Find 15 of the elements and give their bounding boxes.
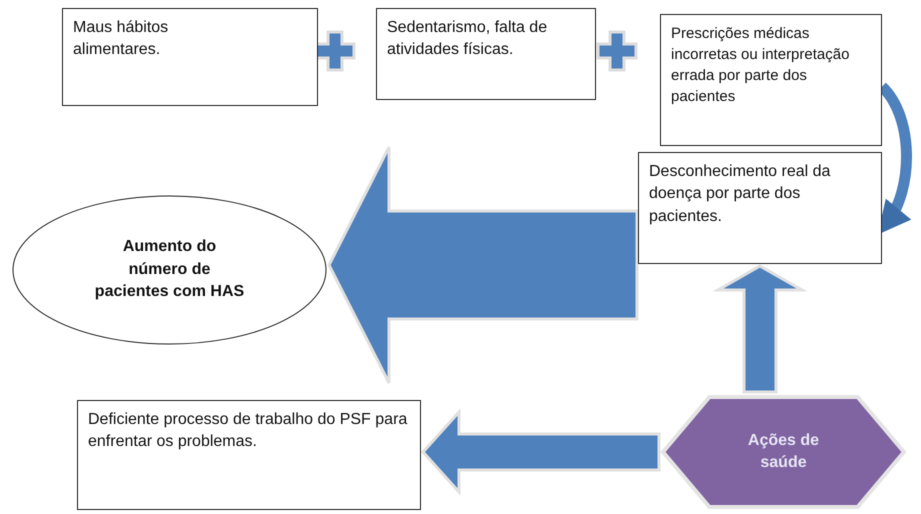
node-text: Deficiente processo de trabalho do PSF para enfrentar os problemas. <box>88 410 408 452</box>
node-text: Prescrições médicas incorretas ou interpretação errada por parte dos pacientes <box>671 24 850 107</box>
node-text: Ações de saúde <box>746 430 820 473</box>
block-arrow <box>420 408 660 496</box>
node-text: Sedentarismo, falta de atividades físicas. <box>387 18 548 60</box>
text-box <box>376 8 596 100</box>
text-box <box>77 400 421 510</box>
text-box <box>638 152 882 264</box>
node-text: Desconhecimento real da doença por parte dos pacientes. <box>649 162 832 227</box>
text-box <box>660 14 882 146</box>
block-arrow <box>712 264 808 394</box>
node-text: Maus hábitos alimentares. <box>73 18 170 60</box>
text-box <box>62 8 318 106</box>
node-text: Aumento do número de pacientes com HAS <box>94 237 244 302</box>
block-arrow <box>327 146 638 384</box>
